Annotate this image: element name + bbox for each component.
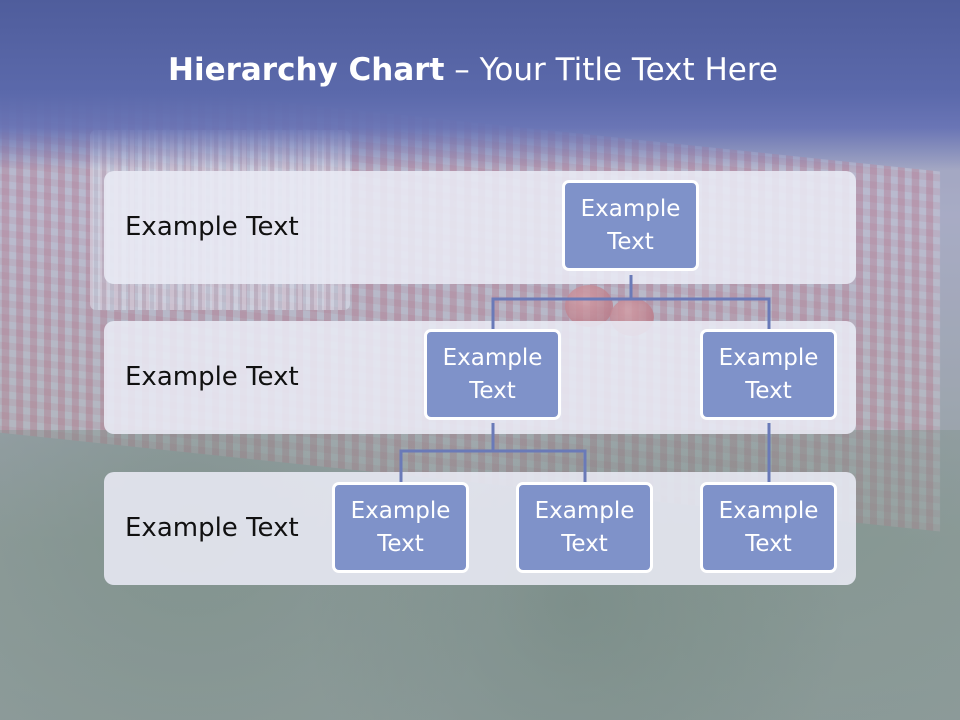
row-label-3: Example Text xyxy=(125,513,299,543)
connector-level2-left-to-level3-middle xyxy=(493,449,587,482)
connector-root-to-level2 xyxy=(491,275,633,329)
connector-root-to-level2-right xyxy=(631,297,771,329)
row-label-1: Example Text xyxy=(125,212,299,242)
node-level2-left[interactable]: Example Text xyxy=(424,329,561,420)
node-level3-right[interactable]: Example Text xyxy=(700,482,837,573)
slide-title-rest: – Your Title Text Here xyxy=(444,52,778,88)
node-level3-left[interactable]: Example Text xyxy=(332,482,469,573)
row-band-1 xyxy=(104,171,856,284)
apple-image xyxy=(565,285,613,327)
connector-level2-left-to-level3 xyxy=(399,423,495,482)
slide-title: Hierarchy Chart – Your Title Text Here xyxy=(0,52,946,88)
row-label-2: Example Text xyxy=(125,362,299,392)
node-level3-middle[interactable]: Example Text xyxy=(516,482,653,573)
node-root[interactable]: Example Text xyxy=(562,180,699,271)
slide-title-bold: Hierarchy Chart xyxy=(168,52,445,88)
node-level2-right[interactable]: Example Text xyxy=(700,329,837,420)
title-bar xyxy=(0,0,960,170)
